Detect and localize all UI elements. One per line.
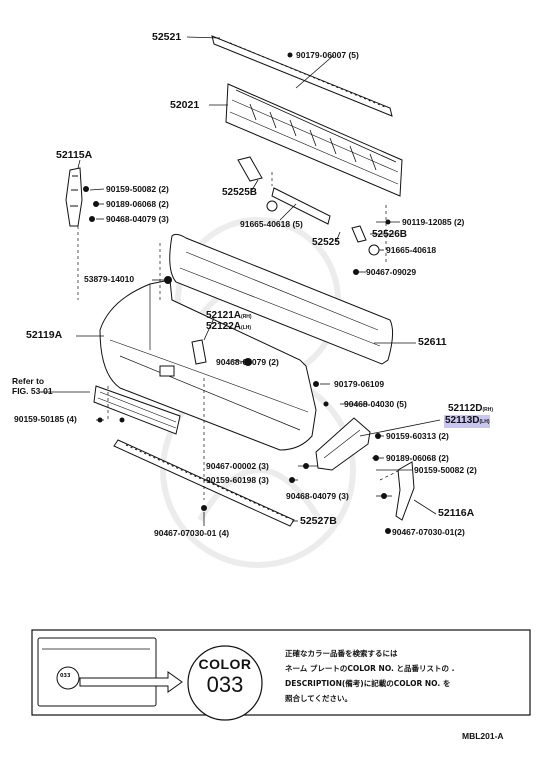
part-label-90159-50082-b: 90159-50082 (2)	[414, 465, 477, 475]
part-label-90179-06109: 90179-06109	[334, 379, 385, 389]
part-label-52112D: 52112D(RH)	[448, 403, 494, 414]
part-label-53879-14010: 53879-14010	[84, 274, 135, 284]
color-word: COLOR	[198, 656, 252, 672]
part-label-90189-06068-b: 90189-06068 (2)	[386, 453, 449, 463]
upper-retainer-strip	[211, 35, 393, 117]
part-label-90189-06068-a: 90189-06068 (2)	[106, 199, 169, 209]
side-garnish-lamp	[315, 417, 371, 471]
part-label-52526B: 52526B	[372, 229, 408, 240]
part-label-90159-50185: 90159-50185 (4)	[14, 414, 77, 424]
plate-color-code: 033	[60, 673, 71, 679]
part-label-90159-60313: 90159-60313 (2)	[386, 431, 449, 441]
figure-code: MBL201-A	[462, 731, 504, 741]
color-code-badge: COLOR 033	[188, 656, 262, 698]
part-label-52611: 52611	[418, 336, 447, 348]
left-side-bracket	[65, 167, 83, 227]
part-label-90179-06007: 90179-06007 (5)	[296, 50, 359, 60]
color-info-box	[31, 629, 531, 721]
note-line-1: 正確なカラー品番を検索するには	[285, 649, 398, 658]
part-label-90468-04079-b: 90468-04079 (2)	[216, 357, 279, 367]
alignment-dashes	[77, 172, 401, 500]
part-label-52021: 52021	[170, 99, 200, 111]
bumper-cover	[99, 279, 317, 451]
part-label-90159-60198: 90159-60198 (3)	[206, 475, 269, 485]
part-label-91665-40618-b: 91665-40618	[386, 245, 437, 255]
part-label-90467-09029: 90467-09029	[366, 267, 417, 277]
part-label-52525B: 52525B	[222, 187, 258, 198]
color-instruction-note: 正確なカラー品番を検索するには ネーム プレートのCOLOR NO. と品番リス…	[285, 646, 525, 706]
part-label-90468-04030: 90468-04030 (5)	[344, 399, 407, 409]
part-label-52521: 52521	[152, 31, 182, 43]
refer-note-line1: Refer to	[12, 376, 45, 386]
part-label-90468-04079-a: 90468-04079 (3)	[106, 214, 169, 224]
part-label-52115A: 52115A	[56, 149, 93, 161]
fasteners	[83, 52, 391, 534]
part-label-90159-50082-a: 90159-50082 (2)	[106, 184, 169, 194]
part-label-52113D: 52113D(LH)	[444, 415, 491, 428]
center-plate-left	[237, 156, 263, 182]
center-plate-right	[351, 225, 367, 243]
part-label-52525: 52525	[312, 237, 340, 248]
part-label-90119-12085: 90119-12085 (2)	[402, 217, 465, 227]
part-label-90467-07030-01-b: 90467-07030-01(2)	[392, 527, 465, 537]
part-label-90468-04079-c: 90468-04079 (3)	[286, 491, 349, 501]
note-line-4: 照合してください。	[285, 694, 353, 703]
part-label-90467-07030-01-a: 90467-07030-01 (4)	[154, 528, 230, 538]
energy-absorber	[169, 233, 394, 365]
color-number: 033	[206, 672, 244, 697]
part-label-52122A: 52122A(LH)	[206, 321, 252, 332]
note-line-2: ネーム プレートのCOLOR NO. と品番リストの .	[285, 664, 455, 673]
center-plate	[271, 187, 331, 225]
part-label-52527B: 52527B	[300, 515, 337, 527]
note-line-3: DESCRIPTION(備考)に記載のCOLOR NO. を	[285, 679, 451, 688]
part-label-91665-40618-a: 91665-40618 (5)	[240, 219, 303, 229]
bumper-reinforcement	[225, 83, 403, 197]
part-label-52119A: 52119A	[26, 329, 63, 341]
part-label-52116A: 52116A	[438, 507, 475, 519]
refer-note-line2: FIG. 53-01	[12, 386, 53, 396]
part-label-90467-00002: 90467-00002 (3)	[206, 461, 269, 471]
part-label-52121A: 52121A(RH)	[206, 310, 252, 321]
right-side-bracket	[395, 461, 415, 521]
cover-bracket	[191, 339, 207, 365]
